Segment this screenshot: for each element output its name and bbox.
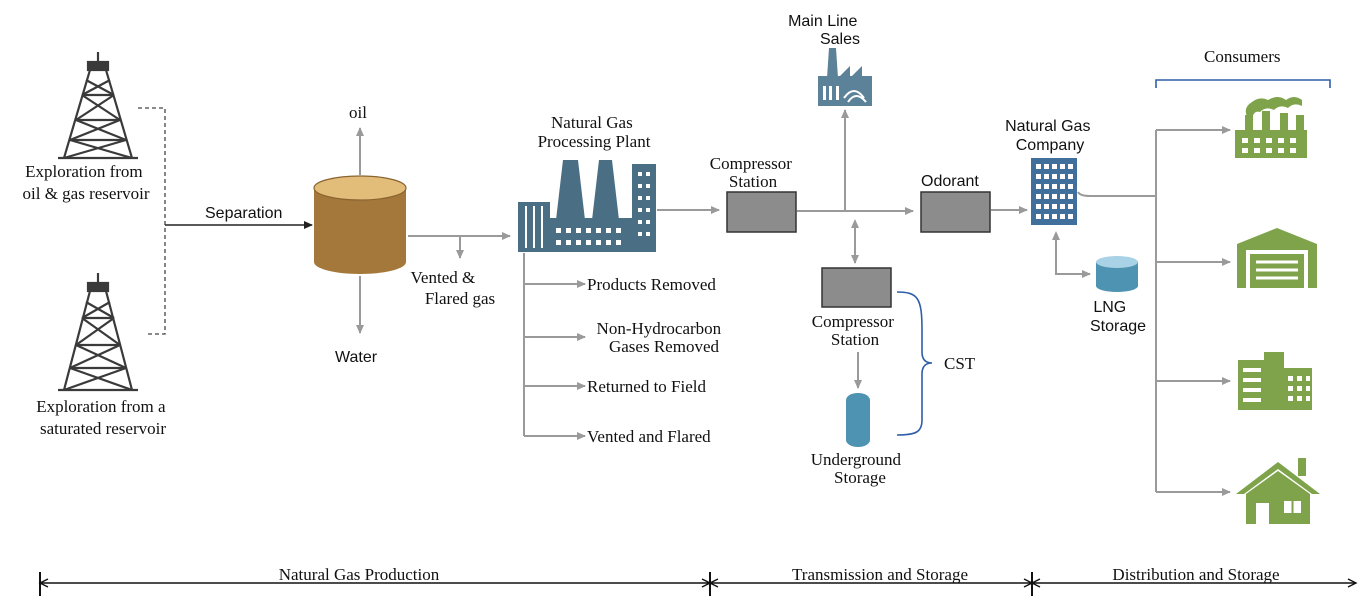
consumers-bracket xyxy=(1155,79,1331,88)
phase-distribution-label: Distribution and Storage xyxy=(1112,565,1279,584)
oil-label: oil xyxy=(349,103,367,122)
gas-company-building-icon xyxy=(1031,158,1077,225)
vented-and-flared-label: Vented and Flared xyxy=(587,427,711,446)
main-line-sales-label: Main Line Sales xyxy=(788,13,862,48)
cst-bracket xyxy=(896,291,933,436)
processing-plant-label: Natural Gas Processing Plant xyxy=(538,113,651,151)
non-hydrocarbon-label: Non-Hydrocarbon Gases Removed xyxy=(597,319,726,356)
house-consumer-icon xyxy=(1236,458,1320,524)
processing-plant-icon xyxy=(518,160,656,252)
gas-company-label: Natural Gas Company xyxy=(1005,118,1095,154)
separator-tank-icon xyxy=(313,175,407,274)
phase-production-label: Natural Gas Production xyxy=(279,565,440,584)
underground-storage-label: Underground Storage xyxy=(811,450,906,487)
separation-label: Separation xyxy=(205,205,282,222)
compressor-station-2 xyxy=(821,267,892,308)
compressor-station-2-label: Compressor Station xyxy=(812,312,898,349)
consumers-label: Consumers xyxy=(1204,47,1281,66)
explore-oil-label: Exploration from oil & gas reservoir xyxy=(23,162,150,203)
products-removed-label: Products Removed xyxy=(587,275,716,294)
cst-label: CST xyxy=(944,354,976,373)
compressor-station-1 xyxy=(726,191,797,233)
lng-storage-icon xyxy=(1096,256,1138,292)
industry-consumer-icon xyxy=(1235,97,1307,158)
explore-saturated-label: Exploration from a saturated reservoir xyxy=(36,397,170,438)
main-line-factory-icon xyxy=(818,48,872,106)
water-label: Water xyxy=(335,349,378,366)
derrick-icon-oil-gas xyxy=(58,52,138,160)
phase-axis xyxy=(38,572,1358,596)
returned-to-field-label: Returned to Field xyxy=(587,377,706,396)
dashed-bracket xyxy=(138,107,166,335)
underground-storage-icon xyxy=(846,393,870,447)
company-lng-arrow xyxy=(1052,231,1091,278)
phase-transmission-label: Transmission and Storage xyxy=(792,565,968,584)
vented-flared-gas-label: Vented & Flared gas xyxy=(411,268,496,308)
company-to-distribution-line xyxy=(1077,191,1156,197)
odorant-label: Odorant xyxy=(921,173,979,190)
warehouse-consumer-icon xyxy=(1237,228,1317,288)
commercial-building-consumer-icon xyxy=(1238,352,1312,410)
compressor-station-1-label: Compressor Station xyxy=(710,154,796,191)
lng-storage-label: LNG Storage xyxy=(1090,299,1146,335)
derrick-icon-saturated xyxy=(58,273,138,392)
odorant-box xyxy=(920,191,991,233)
